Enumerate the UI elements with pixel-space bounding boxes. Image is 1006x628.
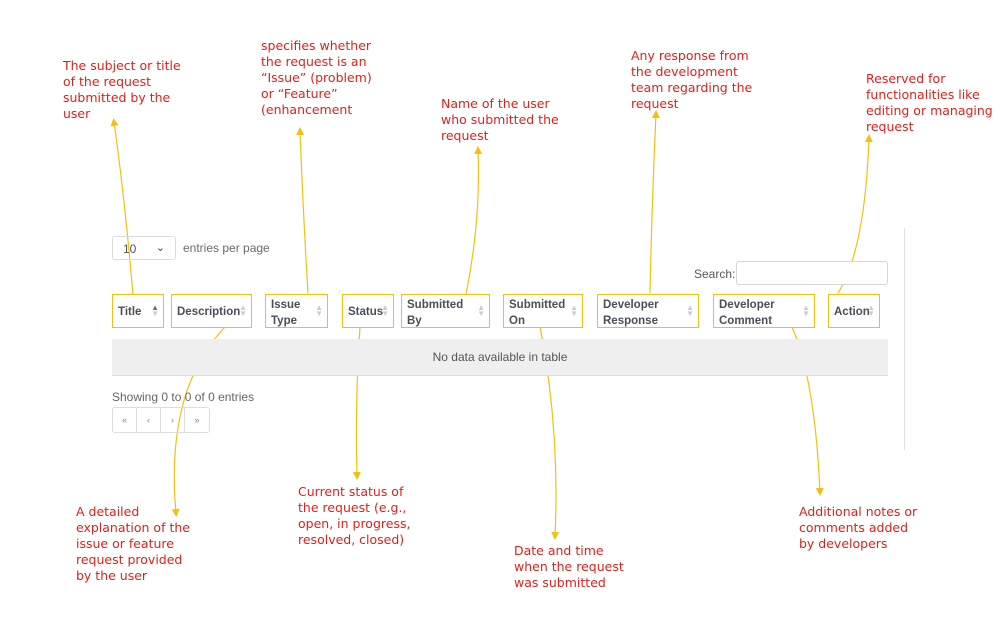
sort-icon: ▲▼ [381,303,389,318]
annotation-submitted-on: Date and time when the request was submi… [514,543,624,590]
column-label: By [407,315,422,327]
search-input[interactable] [736,261,888,285]
column-header-action[interactable]: Action ▲▼ [828,294,880,328]
next-page-button[interactable]: › [161,408,185,432]
search-label: Search: [694,267,736,281]
sort-asc-icon: ▲▼ [151,303,159,318]
empty-table-row: No data available in table [112,339,888,376]
column-header-status[interactable]: Status ▲▼ [342,294,394,328]
sort-icon: ▲▼ [315,303,323,318]
column-header-developer-comment[interactable]: Developer Comment ▲▼ [713,294,815,328]
column-header-developer-response[interactable]: Developer Response ▲▼ [597,294,699,328]
column-label: Submitted [407,299,464,311]
column-label: Title [118,306,142,318]
annotation-developer-response: Any response from the development team r… [631,48,753,111]
column-header-title[interactable]: Title ▲▼ [112,294,164,328]
pagination: « ‹ › » [112,407,210,433]
sort-icon: ▲▼ [802,303,810,318]
entries-per-page-select[interactable]: 10 ⌄ [112,236,176,260]
column-label: On [509,315,525,327]
annotation-status: Current status of the request (e.g., ope… [298,484,411,547]
column-label: Response [603,315,658,327]
column-label: Issue [271,299,301,311]
annotation-submitted-by: Name of the user who submitted the reque… [441,96,559,143]
first-page-button[interactable]: « [113,408,137,432]
annotation-title: The subject or title of the request subm… [63,58,181,121]
sort-icon: ▲▼ [477,303,485,318]
column-header-submitted-by[interactable]: Submitted By ▲▼ [401,294,490,328]
annotation-description: A detailed explanation of the issue or f… [76,504,190,583]
chevron-down-icon: ⌄ [155,242,165,254]
column-label: Action [834,306,870,318]
last-page-button[interactable]: » [194,415,200,425]
column-header-description[interactable]: Description ▲▼ [171,294,252,328]
column-header-issue-type[interactable]: Issue Type ▲▼ [265,294,328,328]
sort-icon: ▲▼ [570,303,578,318]
entries-per-page-label: entries per page [183,241,270,255]
sort-icon: ▲▼ [867,303,875,318]
column-label: Comment [719,315,773,327]
arrow-submitted-by [465,146,483,295]
table-info: Showing 0 to 0 of 0 entries [112,390,255,404]
previous-page-button[interactable]: ‹ [137,408,161,432]
scroll-divider [904,228,905,450]
column-label: Description [177,306,241,318]
sort-icon: ▲▼ [686,303,694,318]
column-label: Status [348,306,384,318]
entries-value: 10 [123,242,137,256]
column-label: Developer [719,299,775,311]
annotation-action: Reserved for functionalities like editin… [866,71,993,134]
sort-icon: ▲▼ [239,303,247,318]
arrow-developer-response [649,110,660,294]
arrow-title [110,118,134,296]
annotation-developer-comment: Additional notes or comments added by de… [799,504,918,551]
arrow-issue-type [296,127,309,294]
column-label: Submitted [509,299,566,311]
column-label: Developer [603,299,659,311]
annotation-issue-type: specifies whether the request is an “Iss… [261,38,372,117]
column-label: Type [271,315,297,327]
column-header-submitted-on[interactable]: Submitted On ▲▼ [503,294,583,328]
